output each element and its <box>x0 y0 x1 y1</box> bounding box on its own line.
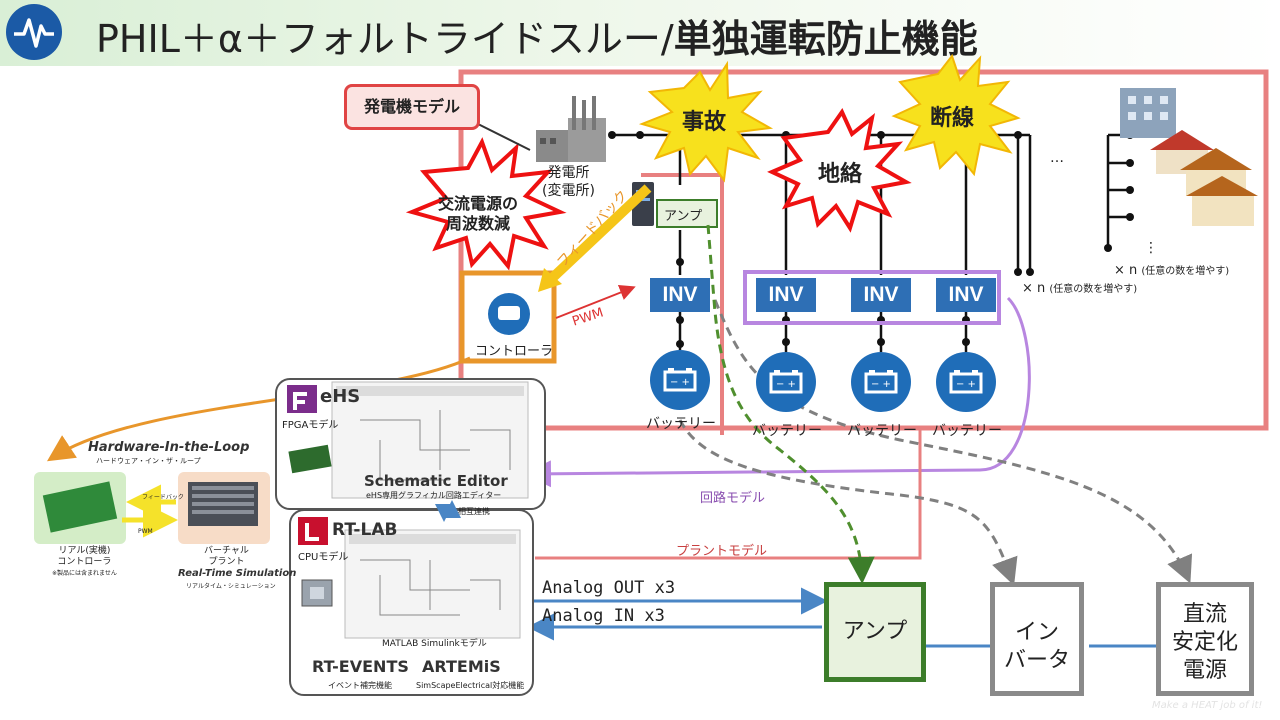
plant-label-line2: (変電所) <box>542 183 595 199</box>
times-n-feeder: × n (任意の数を増やす) <box>1114 262 1229 278</box>
real-controller-note: ※製品には含まれません <box>52 570 117 577</box>
battery-label: バッテリー <box>646 416 716 432</box>
buildings-icon <box>1120 88 1258 226</box>
dc-line2: 安定化 <box>1171 630 1238 655</box>
battery-icon: − + <box>851 352 911 412</box>
rts-title: Real-Time Simulation <box>178 568 297 579</box>
amp-box: アンプ <box>824 582 926 682</box>
battery-label: バッテリー <box>847 423 917 439</box>
times-n-note: (任意の数を増やす) <box>1141 266 1230 277</box>
inv-group-frame <box>743 270 1001 325</box>
inverter-line2: バータ <box>1003 648 1070 673</box>
accident-label: 事故 <box>682 110 727 135</box>
rtlab-title: RT-LAB <box>332 520 398 540</box>
virtual-plant-line1: バーチャル <box>204 546 249 556</box>
disconnect-starburst <box>891 53 1021 177</box>
battery-icon: − + <box>936 352 996 412</box>
battery-icon: − + <box>756 352 816 412</box>
freq-reduction-label: 交流電源の 周波数減 <box>438 194 518 234</box>
inverter-line1: イン <box>1014 620 1059 645</box>
freq-reduction-line2: 周波数減 <box>446 214 511 233</box>
amp-label: アンプ <box>842 619 908 644</box>
freq-reduction-line1: 交流電源の <box>438 194 519 213</box>
dc-supply-box: 直流 安定化 電源 <box>1156 582 1254 696</box>
watermark: Make a HEAT job of it! <box>1152 700 1263 711</box>
inv-box: INV <box>851 278 911 312</box>
hil-sub: ハードウェア・イン・ザ・ループ <box>96 457 201 465</box>
schematic-editor-title: Schematic Editor <box>364 472 508 490</box>
controller-label: コントローラ <box>475 344 554 359</box>
svg-text:− +: − + <box>670 377 690 388</box>
plant-label-line1: 発電所 <box>547 165 590 181</box>
mutual-link-label: 相互連携 <box>458 507 490 516</box>
dc-line3: 電源 <box>1182 658 1227 683</box>
analog-out-label: Analog OUT x3 <box>542 578 676 598</box>
times-n-label: × n <box>1114 263 1138 278</box>
analog-in-label: Analog IN x3 <box>542 606 665 626</box>
inverter-box: イン バータ <box>990 582 1084 696</box>
rtevents-sub: イベント補完機能 <box>328 681 392 690</box>
disconnect-label: 断線 <box>930 106 975 131</box>
controller-icon <box>488 293 530 335</box>
real-controller-line2: コントローラ <box>57 557 112 567</box>
inv-box: INV <box>650 278 710 312</box>
battery-label: バッテリー <box>932 423 1002 439</box>
virtual-plant-line2: プラント <box>208 557 245 567</box>
plant-model-label: プラントモデル <box>676 544 768 559</box>
artemis-title: ARTEMiS <box>422 657 501 676</box>
times-n-note: (任意の数を増やす) <box>1049 284 1138 295</box>
ehs-title: eHS <box>320 386 361 407</box>
page-title: PHIL＋α＋フォルトライドスルー/単独運転防止機能 <box>96 17 978 61</box>
battery-icon: − + <box>650 350 710 410</box>
schematic-editor-sub: eHS専用グラフィカル回路エディター <box>366 491 502 500</box>
generator-model-callout: 発電機モデル <box>344 84 480 130</box>
battery-label: バッテリー <box>752 423 822 439</box>
circuit-model-label: 回路モデル <box>700 491 766 506</box>
fb-small-label: フィードバック <box>142 494 184 501</box>
matlab-label: MATLAB Simulinkモデル <box>382 639 487 649</box>
svg-text:− +: − + <box>871 379 891 390</box>
amp-small-label: アンプ <box>664 209 703 224</box>
real-controller-line1: リアル(実機) <box>58 546 111 556</box>
artemis-sub: SimScapeElectrical対応機能 <box>416 681 525 690</box>
fpga-model-label: FPGAモデル <box>282 420 339 431</box>
power-plant-icon <box>536 96 606 162</box>
dc-line1: 直流 <box>1182 602 1227 627</box>
title-bar: PHIL＋α＋フォルトライドスルー/単独運転防止機能 <box>0 0 1280 66</box>
inv-box: INV <box>936 278 996 312</box>
inv-box: INV <box>756 278 816 312</box>
plant-label: 発電所 (変電所) <box>542 164 595 200</box>
logo-icon <box>6 4 62 60</box>
controller-frame <box>459 270 557 364</box>
feeder-vdots: ⋮ <box>1144 240 1158 256</box>
ground-fault-starburst <box>767 107 912 233</box>
freq-reduction-starburst <box>405 137 567 271</box>
rtevents-title: RT-EVENTS <box>312 657 409 676</box>
accident-starburst <box>638 60 774 183</box>
svg-text:− +: − + <box>776 379 796 390</box>
bus-ellipsis: … <box>1050 150 1064 166</box>
times-n-label: × n <box>1022 281 1046 296</box>
times-n-bus: × n (任意の数を増やす) <box>1022 280 1137 296</box>
grid-frame <box>458 69 1269 431</box>
real-controller-label: リアル(実機) コントローラ ※製品には含まれません <box>52 546 117 579</box>
svg-text:− +: − + <box>956 379 976 390</box>
pwm-small-label: PWM <box>138 528 153 535</box>
ground-fault-label: 地絡 <box>818 162 863 187</box>
cpu-model-label: CPUモデル <box>298 552 349 563</box>
generator-model-label: 発電機モデル <box>363 97 460 116</box>
rts-sub: リアルタイム・シミュレーション <box>186 583 276 590</box>
hil-title: Hardware-In-the-Loop <box>88 440 250 455</box>
virtual-plant-label: バーチャル プラント <box>204 546 249 568</box>
